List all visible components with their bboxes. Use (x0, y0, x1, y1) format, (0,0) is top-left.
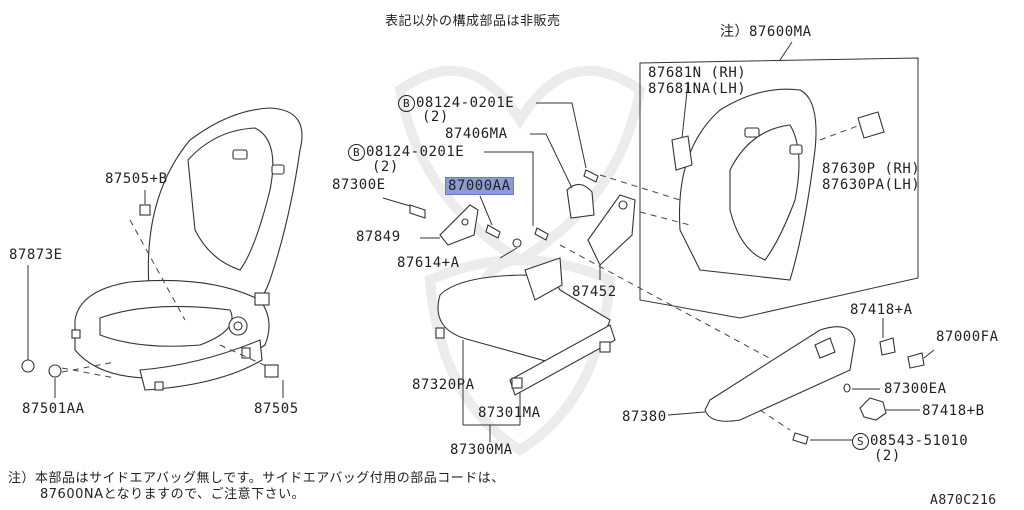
part-number-text: 08543-51010 (870, 433, 969, 449)
part-87300e[interactable]: 87300E (332, 177, 386, 193)
part-87614a[interactable]: 87614+A (397, 255, 460, 271)
full-seat-illustration (71, 107, 303, 391)
side-cover-illustration (704, 326, 856, 422)
quantity-label: (2) (372, 159, 399, 175)
recliner-illustration (587, 194, 636, 266)
bracket-illustration (439, 204, 479, 246)
drawing-code: A870C216 (930, 493, 997, 508)
screw-s-icon: S (852, 433, 869, 450)
part-87418a[interactable]: 87418+A (850, 302, 913, 318)
seat-cushion-illustration (435, 257, 616, 396)
part-87505[interactable]: 87505 (254, 401, 299, 417)
part-87300ea[interactable]: 87300EA (884, 381, 947, 397)
part-87501aa[interactable]: 87501AA (22, 401, 85, 417)
bolt-b-icon: B (398, 95, 415, 112)
part-87849[interactable]: 87849 (356, 229, 401, 245)
part-87681na[interactable]: 87681NA(LH) (648, 81, 747, 97)
part-87000aa[interactable]: 87000AA (445, 177, 514, 195)
part-87406ma[interactable]: 87406MA (445, 126, 508, 142)
header-note: 表記以外の構成部品は非販売 (385, 14, 561, 29)
seat-back-illustration (678, 88, 817, 281)
part-87873e[interactable]: 87873E (9, 247, 63, 263)
part-87418b[interactable]: 87418+B (922, 403, 985, 419)
part-87681n[interactable]: 87681N (RH) (648, 65, 747, 81)
part-number-text: 08124-0201E (416, 95, 515, 111)
part-87600ma[interactable]: 注）87600MA (720, 24, 812, 40)
part-87505b[interactable]: 87505+B (105, 171, 168, 187)
quantity-label: (2) (422, 109, 449, 125)
assembly-box (639, 57, 919, 319)
part-87320pa[interactable]: 87320PA (412, 377, 475, 393)
bolt-b-icon: B (348, 144, 365, 161)
part-87452[interactable]: 87452 (572, 284, 617, 300)
part-87380[interactable]: 87380 (622, 409, 667, 425)
part-87630pa[interactable]: 87630PA(LH) (822, 177, 921, 193)
part-87300ma[interactable]: 87300MA (450, 442, 513, 458)
footer-note-line-1: 注）本部品はサイドエアバッグ無しです。サイドエアバッグ付用の部品コードは、 (8, 471, 505, 486)
part-87301ma[interactable]: 87301MA (478, 405, 541, 421)
part-87000fa[interactable]: 87000FA (936, 329, 999, 345)
part-number-text: 08124-0201E (366, 144, 465, 160)
quantity-label: (2) (874, 448, 901, 464)
part-87630p[interactable]: 87630P (RH) (822, 161, 921, 177)
footer-note-line-2: 87600NAとなりますので、ご注意下さい。 (40, 487, 306, 502)
